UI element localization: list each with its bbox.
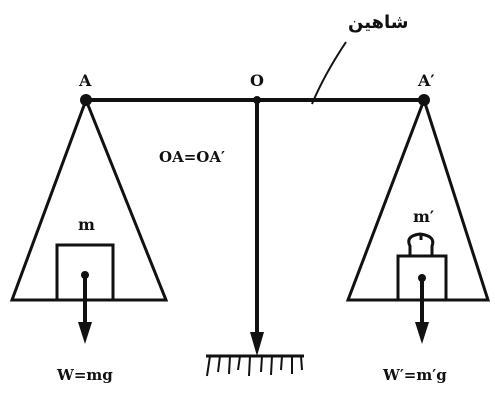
- ground-hatching: [206, 355, 303, 377]
- right-weight-label: W′=m′g: [382, 366, 447, 384]
- left-weight-label: W=mg: [56, 366, 113, 384]
- left-mass-label: m: [78, 215, 95, 234]
- point-o-label: O: [250, 71, 264, 90]
- center-support-arrowhead: [250, 332, 264, 356]
- right-mass-label: m′: [413, 207, 434, 226]
- right-pan: [345, 95, 491, 302]
- point-a-prime-label: A′: [417, 71, 435, 90]
- right-weight-arrowhead: [415, 322, 429, 344]
- left-pan: [9, 95, 169, 302]
- beam-label-pointer: [311, 41, 347, 105]
- beam-name-label: شاهین: [348, 12, 409, 33]
- left-weight-arrowhead: [78, 322, 92, 344]
- equal-arms-label: OA=OA′: [159, 148, 225, 166]
- point-a-label: A: [78, 71, 92, 90]
